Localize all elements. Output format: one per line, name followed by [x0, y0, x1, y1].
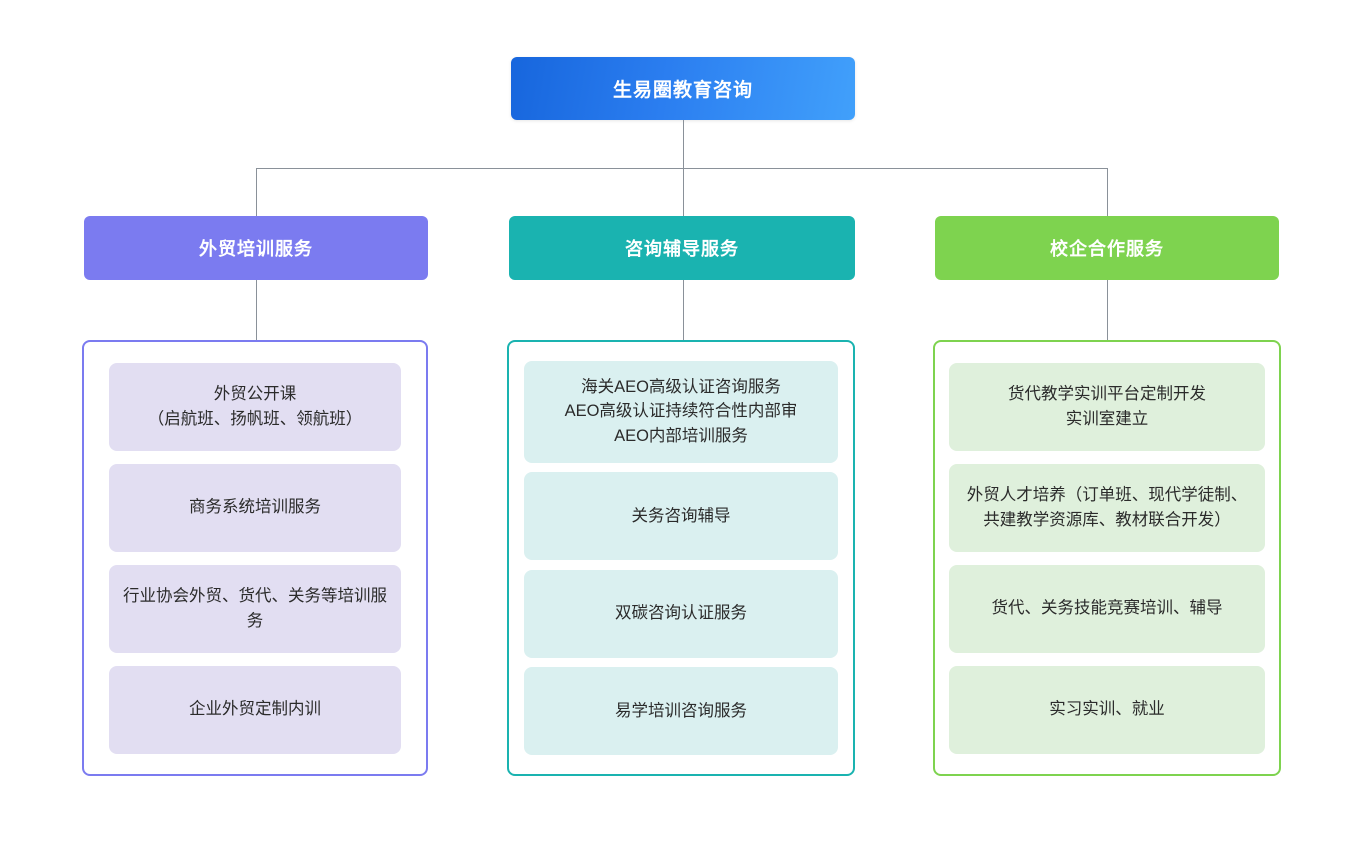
- service-panel-1: 外贸公开课 （启航班、扬帆班、领航班） 商务系统培训服务 行业协会外贸、货代、关…: [82, 340, 428, 776]
- service-card[interactable]: 外贸人才培养（订单班、现代学徒制、共建教学资源库、教材联合开发）: [949, 463, 1265, 552]
- connector-header-panel-3: [1107, 280, 1108, 340]
- service-card[interactable]: 货代教学实训平台定制开发 实训室建立: [949, 362, 1265, 451]
- category-header-3-label: 校企合作服务: [1050, 239, 1164, 259]
- category-header-1[interactable]: 外贸培训服务: [84, 216, 428, 280]
- service-card[interactable]: 双碳咨询认证服务: [524, 569, 838, 658]
- root-node-label: 生易圈教育咨询: [612, 80, 753, 101]
- service-panel-2: 海关AEO高级认证咨询服务 AEO高级认证持续符合性内部审 AEO内部培训服务 …: [507, 340, 855, 776]
- service-card[interactable]: 易学培训咨询服务: [524, 667, 838, 756]
- service-card[interactable]: 海关AEO高级认证咨询服务 AEO高级认证持续符合性内部审 AEO内部培训服务: [524, 360, 838, 463]
- connector-horizontal-bus: [256, 168, 1107, 169]
- service-card[interactable]: 商务系统培训服务: [109, 463, 401, 552]
- service-card[interactable]: 行业协会外贸、货代、关务等培训服务: [109, 564, 401, 653]
- service-card[interactable]: 外贸公开课 （启航班、扬帆班、领航班）: [109, 362, 401, 451]
- category-header-3[interactable]: 校企合作服务: [935, 216, 1279, 280]
- connector-header-panel-2: [683, 280, 684, 340]
- service-card[interactable]: 货代、关务技能竞赛培训、辅导: [949, 564, 1265, 653]
- category-header-2[interactable]: 咨询辅导服务: [509, 216, 855, 280]
- connector-branch-1: [256, 168, 257, 216]
- category-header-2-label: 咨询辅导服务: [625, 239, 739, 259]
- connector-branch-3: [1107, 168, 1108, 216]
- service-card[interactable]: 实习实训、就业: [949, 665, 1265, 754]
- connector-header-panel-1: [256, 280, 257, 340]
- service-panel-3: 货代教学实训平台定制开发 实训室建立 外贸人才培养（订单班、现代学徒制、共建教学…: [933, 340, 1281, 776]
- service-card[interactable]: 企业外贸定制内训: [109, 665, 401, 754]
- connector-branch-2: [683, 168, 684, 216]
- root-node: 生易圈教育咨询: [511, 57, 855, 120]
- service-card[interactable]: 关务咨询辅导: [524, 472, 838, 561]
- connector-root-vertical: [683, 120, 684, 168]
- category-header-1-label: 外贸培训服务: [199, 239, 313, 259]
